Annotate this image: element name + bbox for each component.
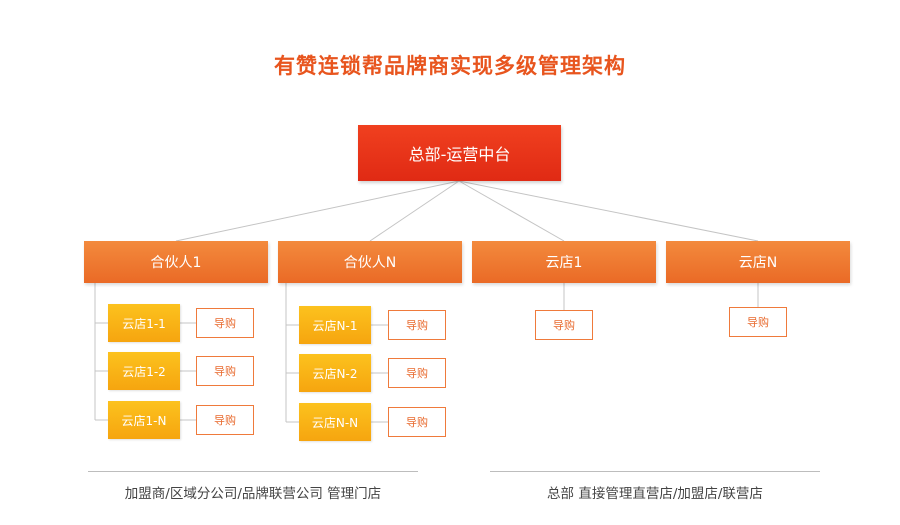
guide-node: 导购 — [196, 308, 254, 338]
guide-node: 导购 — [729, 307, 787, 337]
cloud-store-n-node: 云店N — [666, 241, 850, 283]
guide-node: 导购 — [196, 405, 254, 435]
footer-caption-right: 总部 直接管理直营店/加盟店/联营店 — [547, 486, 763, 502]
footer-caption-left: 加盟商/区域分公司/品牌联营公司 管理门店 — [124, 486, 382, 502]
connector-hq-storeN — [458, 180, 759, 242]
hq-node: 总部-运营中台 — [358, 125, 561, 181]
cloud-store-1-node: 云店1 — [472, 241, 656, 283]
store-1-1-node: 云店1-1 — [108, 304, 180, 342]
connector-hq-partnerN — [369, 180, 460, 242]
store-n-n-node: 云店N-N — [299, 403, 371, 441]
store-n-1-node: 云店N-1 — [299, 306, 371, 344]
partner-n-node: 合伙人N — [278, 241, 462, 283]
diagram-title: 有赞连锁帮品牌商实现多级管理架构 — [274, 54, 626, 78]
guide-node: 导购 — [388, 358, 446, 388]
guide-node: 导购 — [196, 356, 254, 386]
store-1-2-node: 云店1-2 — [108, 352, 180, 390]
partner-1-node: 合伙人1 — [84, 241, 268, 283]
guide-node: 导购 — [388, 310, 446, 340]
store-1-n-node: 云店1-N — [108, 401, 180, 439]
footer-divider-right — [490, 471, 820, 472]
connector-hq-partner1 — [175, 180, 460, 242]
footer-divider-left — [88, 471, 418, 472]
guide-node: 导购 — [388, 407, 446, 437]
connector-hq-store1 — [458, 180, 565, 242]
store-n-2-node: 云店N-2 — [299, 354, 371, 392]
guide-node: 导购 — [535, 310, 593, 340]
